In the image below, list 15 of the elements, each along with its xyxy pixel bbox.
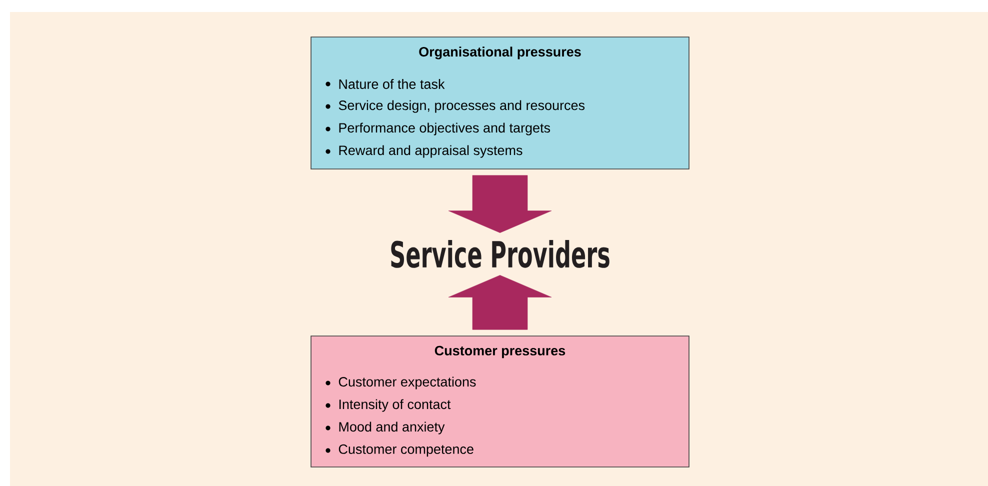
pressure-box (310, 336, 690, 468)
pressure-box (310, 36, 690, 170)
block-arrow (448, 175, 552, 233)
list-item: Customer competence (326, 444, 474, 457)
list-item: Customer expectations (326, 376, 476, 390)
list-item: Reward and appraisal systems (326, 145, 522, 158)
block-arrow (448, 275, 552, 330)
heading: Organisational pressures (419, 46, 581, 60)
list-item: Mood and anxiety (326, 422, 445, 434)
heading: Customer pressures (434, 346, 566, 358)
title-text: Service Providers (391, 240, 610, 268)
list-item: Nature of the task (326, 79, 445, 89)
list-item: Intensity of contact (326, 399, 451, 412)
list-item: Performance objectives and targets (326, 122, 550, 136)
list-item: Service design, processes and resources (326, 100, 585, 113)
